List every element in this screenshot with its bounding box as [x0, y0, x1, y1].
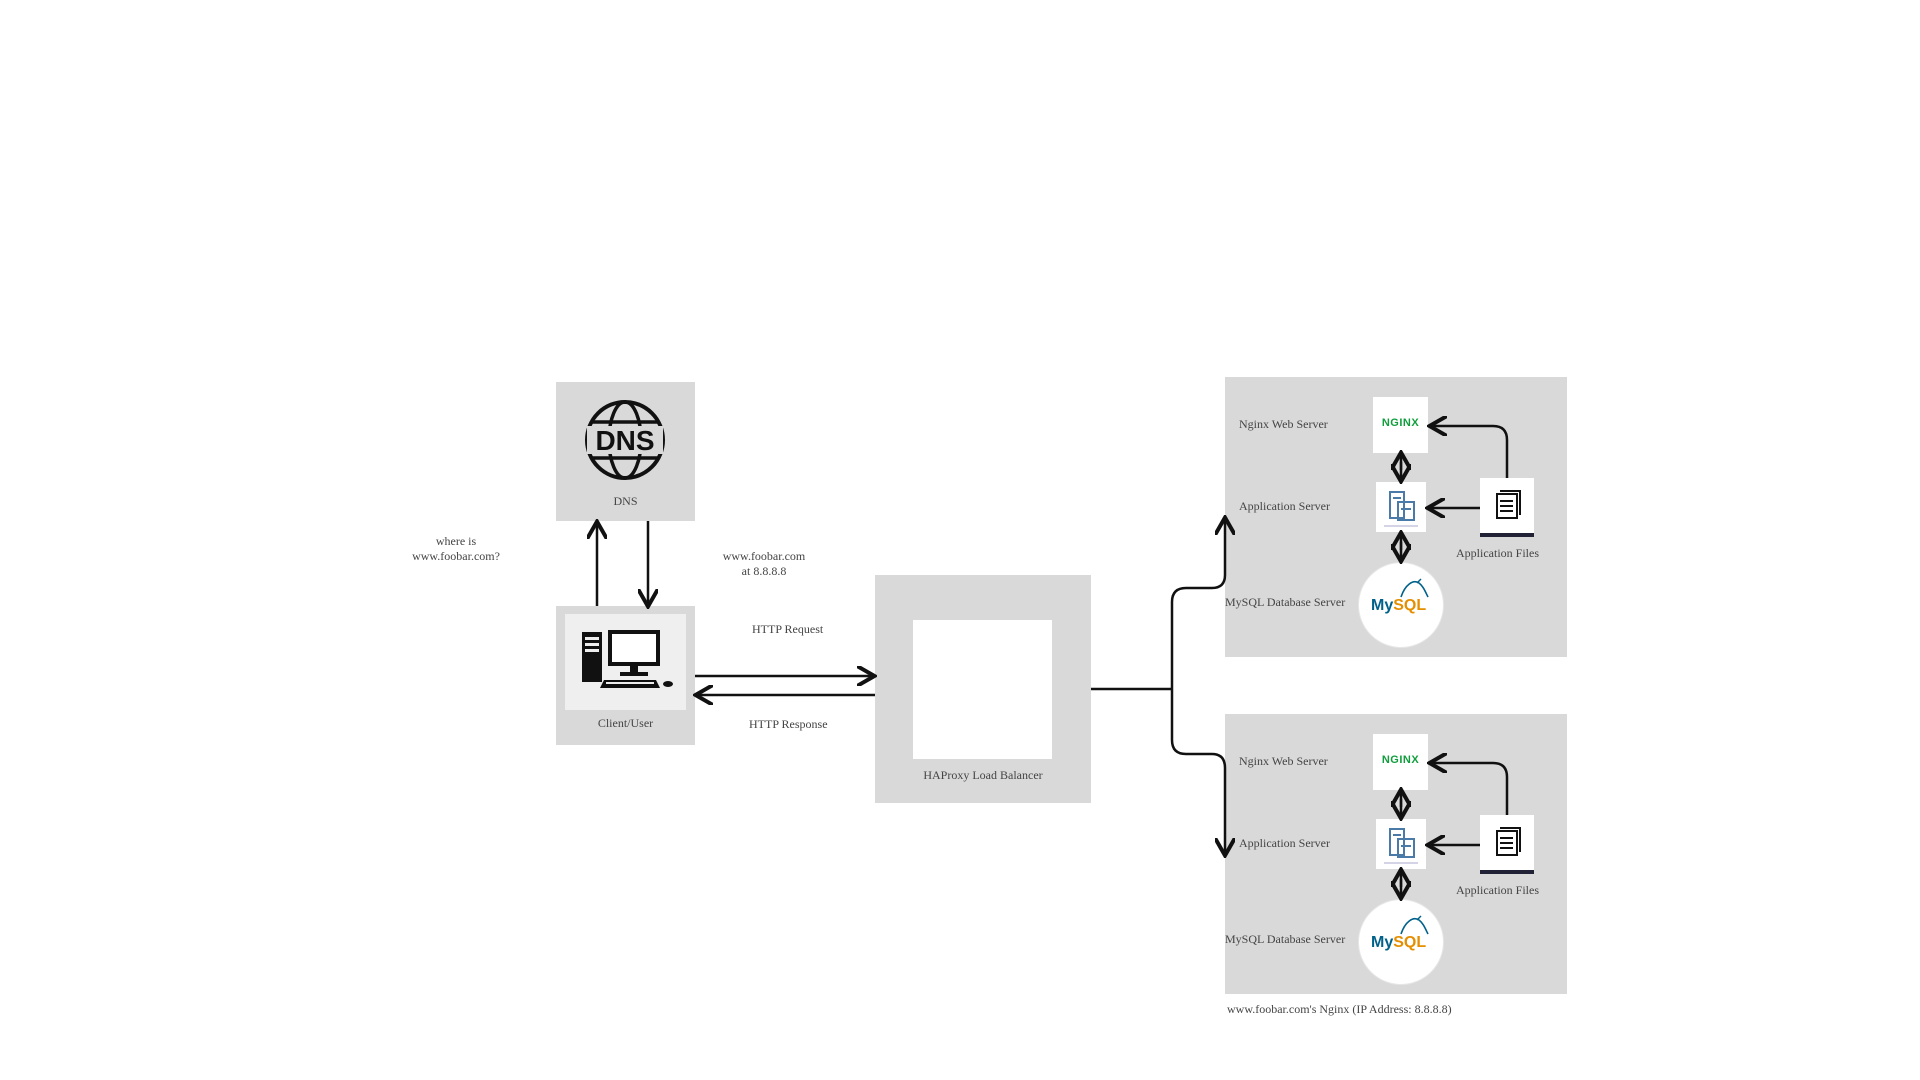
server-group-1: Nginx Web Server Application Server MySQ…: [1225, 377, 1567, 657]
document-icon: [1480, 478, 1534, 537]
nginx-logo: NGINX: [1373, 734, 1428, 790]
http-response-label: HTTP Response: [749, 717, 828, 731]
web-server-label: Nginx Web Server: [1239, 417, 1328, 431]
app-server-icon: [1376, 819, 1426, 869]
app-server-label: Application Server: [1239, 499, 1330, 513]
dns-answer-label: www.foobar.com at 8.8.8.8: [722, 549, 806, 578]
app-server-icon: [1376, 482, 1426, 532]
lb-to-server-2: [1170, 689, 1225, 853]
document-icon: [1480, 815, 1534, 874]
server-caption: www.foobar.com's Nginx (IP Address: 8.8.…: [1227, 1002, 1452, 1016]
dns-globe-icon: DNS: [585, 400, 665, 480]
desktop-computer-icon: [582, 630, 673, 688]
lb-to-server-1: [1170, 520, 1225, 689]
nginx-logo: NGINX: [1373, 397, 1428, 453]
db-server-label: MySQL Database Server: [1225, 932, 1346, 946]
client-label: Client/User: [597, 716, 654, 730]
app-files-label: Application Files: [1456, 883, 1539, 897]
db-server-label: MySQL Database Server: [1225, 595, 1346, 609]
mysql-logo: MySQL: [1358, 562, 1444, 648]
dns-label: DNS: [613, 494, 638, 508]
load-balancer-node: HAProxy Load Balancer: [875, 575, 1091, 803]
web-server-label: Nginx Web Server: [1239, 754, 1328, 768]
load-balancer-label: HAProxy Load Balancer: [923, 768, 1043, 782]
dns-node: DNS DNS: [556, 382, 695, 521]
client-node: Client/User: [556, 606, 695, 745]
load-balancer-image: [913, 620, 1052, 759]
app-files-label: Application Files: [1456, 546, 1539, 560]
app-server-label: Application Server: [1239, 836, 1330, 850]
svg-text:DNS: DNS: [595, 425, 654, 456]
http-request-label: HTTP Request: [752, 622, 824, 636]
dns-query-label: where is www.foobar.com?: [412, 534, 500, 563]
